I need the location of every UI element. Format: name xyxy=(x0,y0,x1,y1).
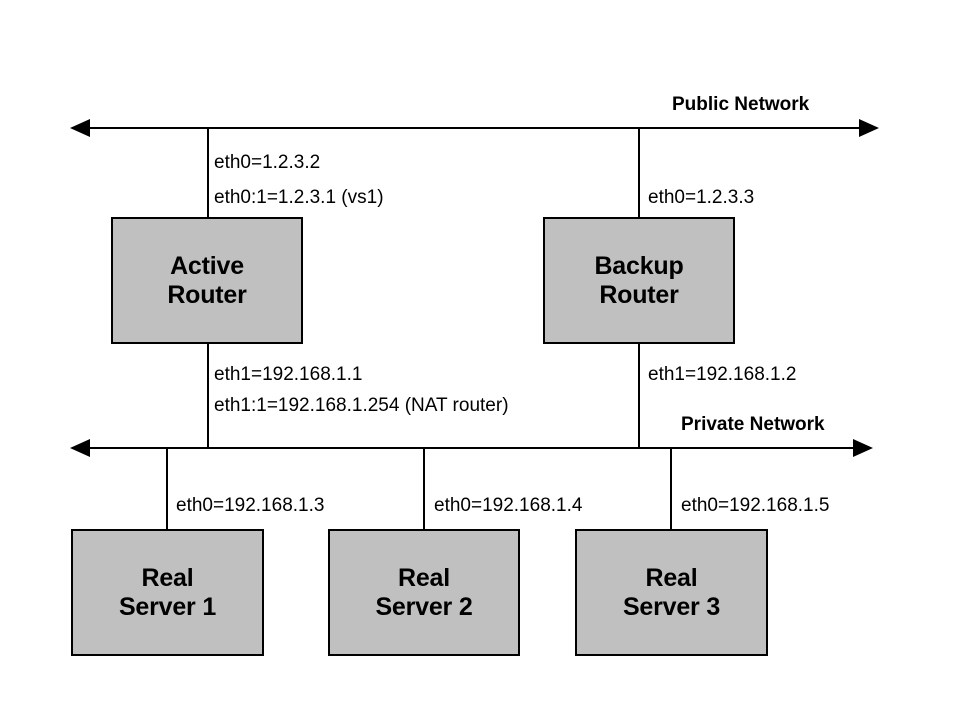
real-server-1-label-line-2: Server 1 xyxy=(118,592,217,621)
real-server-3-eth0-label: eth0=192.168.1.5 xyxy=(681,495,830,516)
public-network-label: Public Network xyxy=(672,94,810,115)
active-router-public-eth0-label: eth0=1.2.3.2 xyxy=(214,152,321,173)
node-real-server-1[interactable]: Real Server 1 xyxy=(71,529,264,656)
real-server-3-label-line-2: Server 3 xyxy=(622,592,721,621)
real-server-2-eth0-label: eth0=192.168.1.4 xyxy=(434,495,583,516)
backup-router-public-eth0-label: eth0=1.2.3.3 xyxy=(648,187,755,208)
real-server-3-label-line-1: Real xyxy=(645,563,698,592)
active-router-public-eth0-alias-label: eth0:1=1.2.3.1 (vs1) xyxy=(214,187,384,208)
private-bus-left-arrowhead xyxy=(70,439,90,457)
real-server-1-label-line-1: Real xyxy=(141,563,194,592)
public-network-bus xyxy=(70,119,879,137)
public-bus-right-arrowhead xyxy=(859,119,879,137)
backup-router-private-eth1-label: eth1=192.168.1.2 xyxy=(648,364,797,385)
active-router-label-line-2: Router xyxy=(167,280,247,309)
private-bus-right-arrowhead xyxy=(853,439,873,457)
private-network-bus xyxy=(70,439,873,457)
node-real-server-2[interactable]: Real Server 2 xyxy=(328,529,520,656)
real-server-2-label-line-2: Server 2 xyxy=(375,592,473,621)
active-router-private-eth1-label: eth1=192.168.1.1 xyxy=(214,364,363,385)
node-active-router[interactable]: Active Router xyxy=(111,217,303,344)
backup-router-label-line-2: Router xyxy=(599,280,679,309)
backup-router-label-line-1: Backup xyxy=(594,251,684,280)
node-backup-router[interactable]: Backup Router xyxy=(543,217,735,344)
active-router-label-line-1: Active xyxy=(170,251,244,280)
node-real-server-3[interactable]: Real Server 3 xyxy=(575,529,768,656)
active-router-private-eth1-alias-label: eth1:1=192.168.1.254 (NAT router) xyxy=(214,395,509,416)
real-server-1-eth0-label: eth0=192.168.1.3 xyxy=(176,495,325,516)
public-bus-left-arrowhead xyxy=(70,119,90,137)
private-network-label: Private Network xyxy=(681,414,825,435)
real-server-2-label-line-1: Real xyxy=(397,563,450,592)
